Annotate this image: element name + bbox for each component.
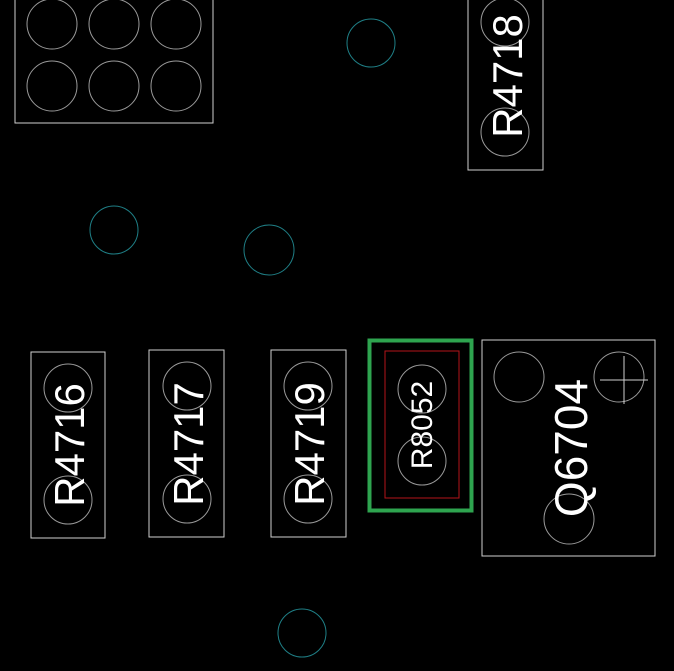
r4716-pad xyxy=(43,363,93,413)
r4716-ref-label: R4716 xyxy=(46,383,93,507)
u4-outline xyxy=(14,0,214,124)
r4719-outline xyxy=(270,349,347,538)
r4717-ref-label: R4717 xyxy=(165,382,212,506)
u4-pad xyxy=(150,60,202,112)
component-q6704[interactable]: Q6704 xyxy=(481,339,656,557)
u4-pad xyxy=(88,60,140,112)
r4717-outline xyxy=(148,349,225,538)
r4717-pad xyxy=(162,361,212,411)
component-r4719[interactable]: R4719 xyxy=(270,349,347,538)
u4-pad xyxy=(26,0,78,50)
component-r4716[interactable]: R4716 xyxy=(30,351,106,539)
u4-pad xyxy=(150,0,202,50)
component-r8052[interactable]: R8052 xyxy=(367,338,474,513)
via[interactable] xyxy=(277,608,327,658)
q6704-outline xyxy=(481,339,656,557)
r4719-ref-label: R4719 xyxy=(286,382,333,506)
u4-pad xyxy=(88,0,140,50)
q6704-pad xyxy=(493,351,545,403)
r4717-pad xyxy=(162,474,212,524)
selection-highlight xyxy=(367,338,474,513)
r4718-pad xyxy=(480,0,530,47)
r4719-pad xyxy=(283,474,333,524)
component-u4[interactable]: U4 xyxy=(14,0,214,124)
r4718-ref-label: R4718 xyxy=(484,14,531,138)
component-r4718[interactable]: R4718 xyxy=(467,0,544,171)
r8052-pad xyxy=(397,364,447,414)
via[interactable] xyxy=(346,18,396,68)
r8052-pad xyxy=(397,436,447,486)
component-r4717[interactable]: R4717 xyxy=(148,349,225,538)
u4-ref-label: U4 xyxy=(84,0,151,4)
r4716-outline xyxy=(30,351,106,539)
r8052-ref-label: R8052 xyxy=(406,381,439,469)
r4718-pad xyxy=(480,107,530,157)
r4719-pad xyxy=(283,361,333,411)
r8052-courtyard xyxy=(384,350,460,499)
via[interactable] xyxy=(243,224,295,276)
u4-pad xyxy=(26,60,78,112)
r4718-outline xyxy=(467,0,544,171)
via[interactable] xyxy=(89,205,139,255)
q6704-pad xyxy=(543,493,595,545)
q6704-pad xyxy=(593,351,645,403)
r4716-pad xyxy=(43,475,93,525)
q6704-ref-label: Q6704 xyxy=(545,379,597,517)
